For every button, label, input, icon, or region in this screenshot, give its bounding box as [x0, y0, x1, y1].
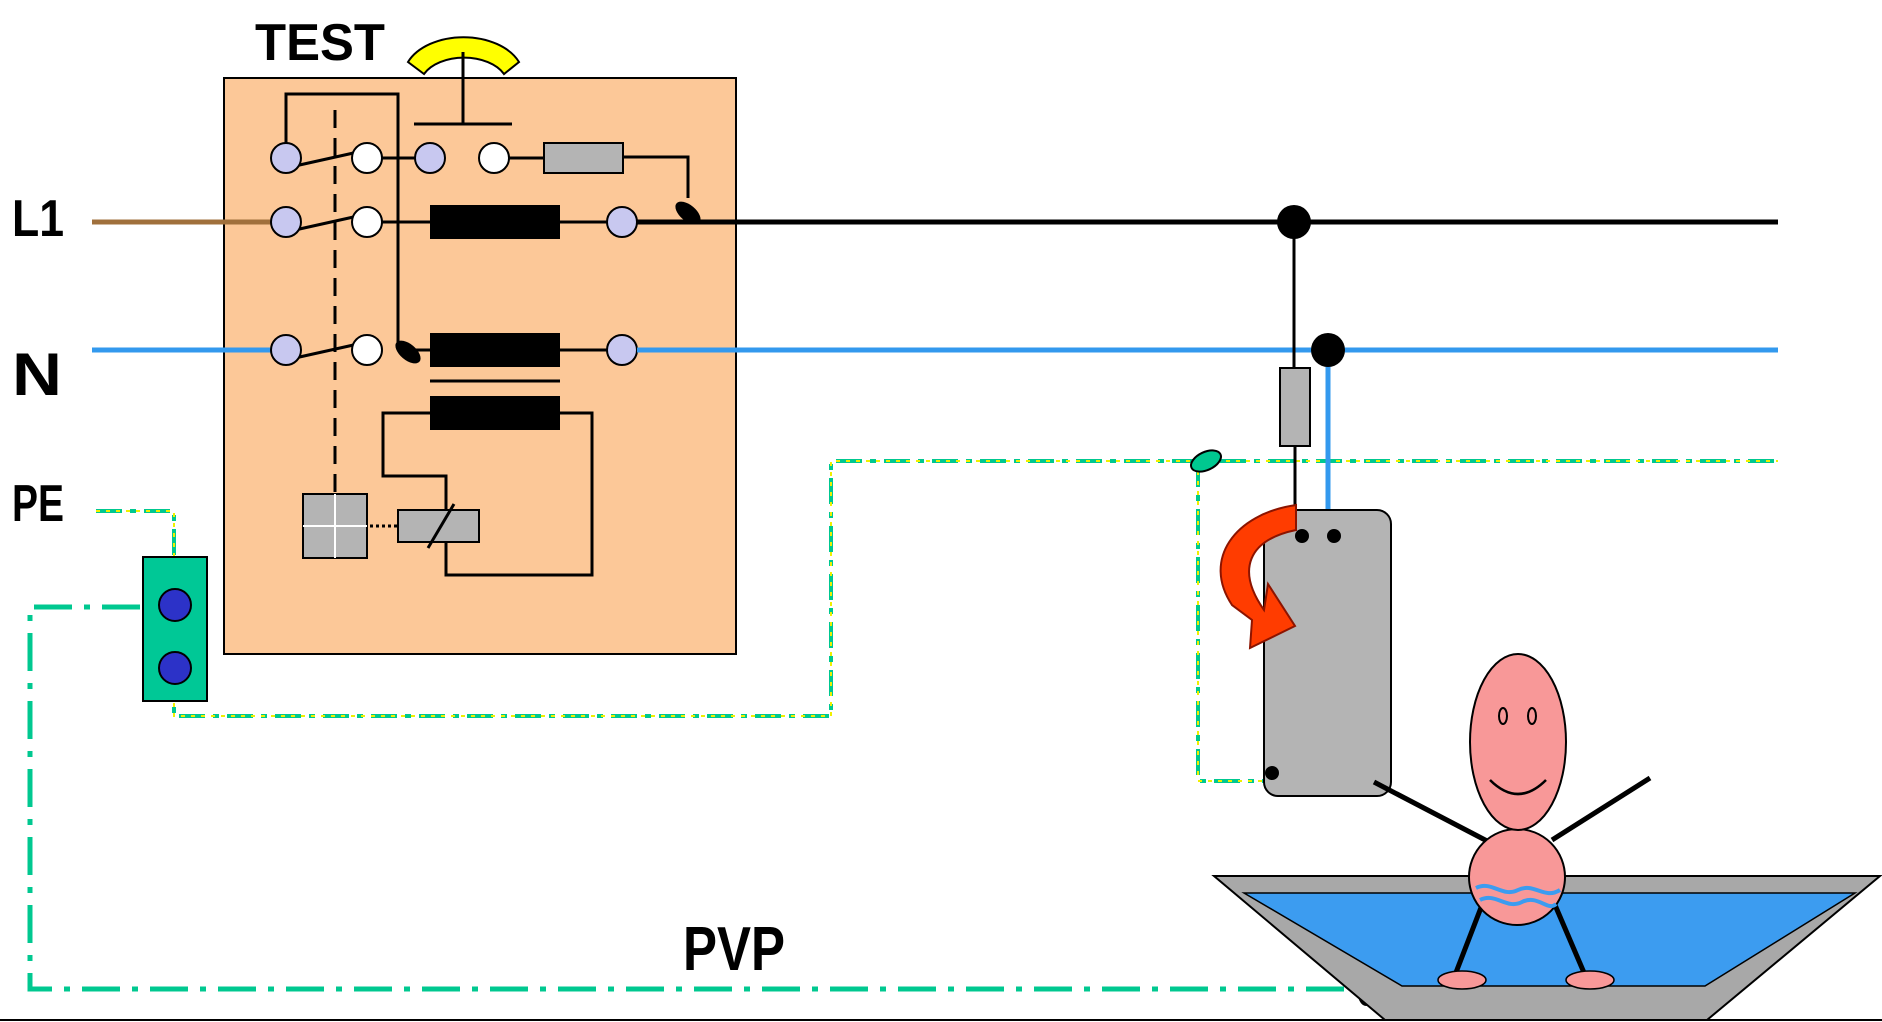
person-head	[1469, 653, 1567, 831]
l1-coil	[430, 205, 560, 239]
fault-current-arrow	[1219, 503, 1297, 650]
terminal	[606, 334, 638, 366]
person-foot	[1565, 970, 1615, 990]
pe-clamp	[1190, 449, 1222, 473]
trip-latch	[302, 493, 368, 559]
test-label: TEST	[255, 14, 385, 72]
l1-label: L1	[12, 190, 64, 248]
terminal	[270, 142, 302, 174]
sense-coil	[430, 396, 560, 430]
terminal	[606, 206, 638, 238]
trip-relay	[397, 509, 480, 543]
terminal	[351, 206, 383, 238]
person-body	[1468, 828, 1566, 926]
water	[1241, 892, 1858, 987]
pvp-label: PVP	[683, 915, 785, 984]
n-coil	[430, 333, 560, 367]
l1-junction	[1277, 205, 1311, 239]
n-label: N	[12, 341, 62, 408]
faulty-appliance	[1263, 509, 1392, 797]
appliance-pe-wire	[1196, 461, 1270, 783]
n-junction	[1311, 333, 1345, 367]
terminal	[270, 206, 302, 238]
person	[1372, 653, 1652, 990]
appliance-resistor	[1279, 367, 1311, 447]
pe-conductor	[96, 459, 1778, 718]
terminal	[351, 334, 383, 366]
test-resistor	[543, 142, 624, 174]
terminal	[478, 142, 510, 174]
terminal-block-screw	[158, 651, 192, 685]
person-foot	[1437, 970, 1487, 990]
terminal-block-screw	[158, 588, 192, 622]
terminal	[351, 142, 383, 174]
pe-label: PE	[12, 475, 64, 533]
terminal	[414, 142, 446, 174]
pvp-conductor	[27, 604, 1360, 992]
terminal	[270, 334, 302, 366]
